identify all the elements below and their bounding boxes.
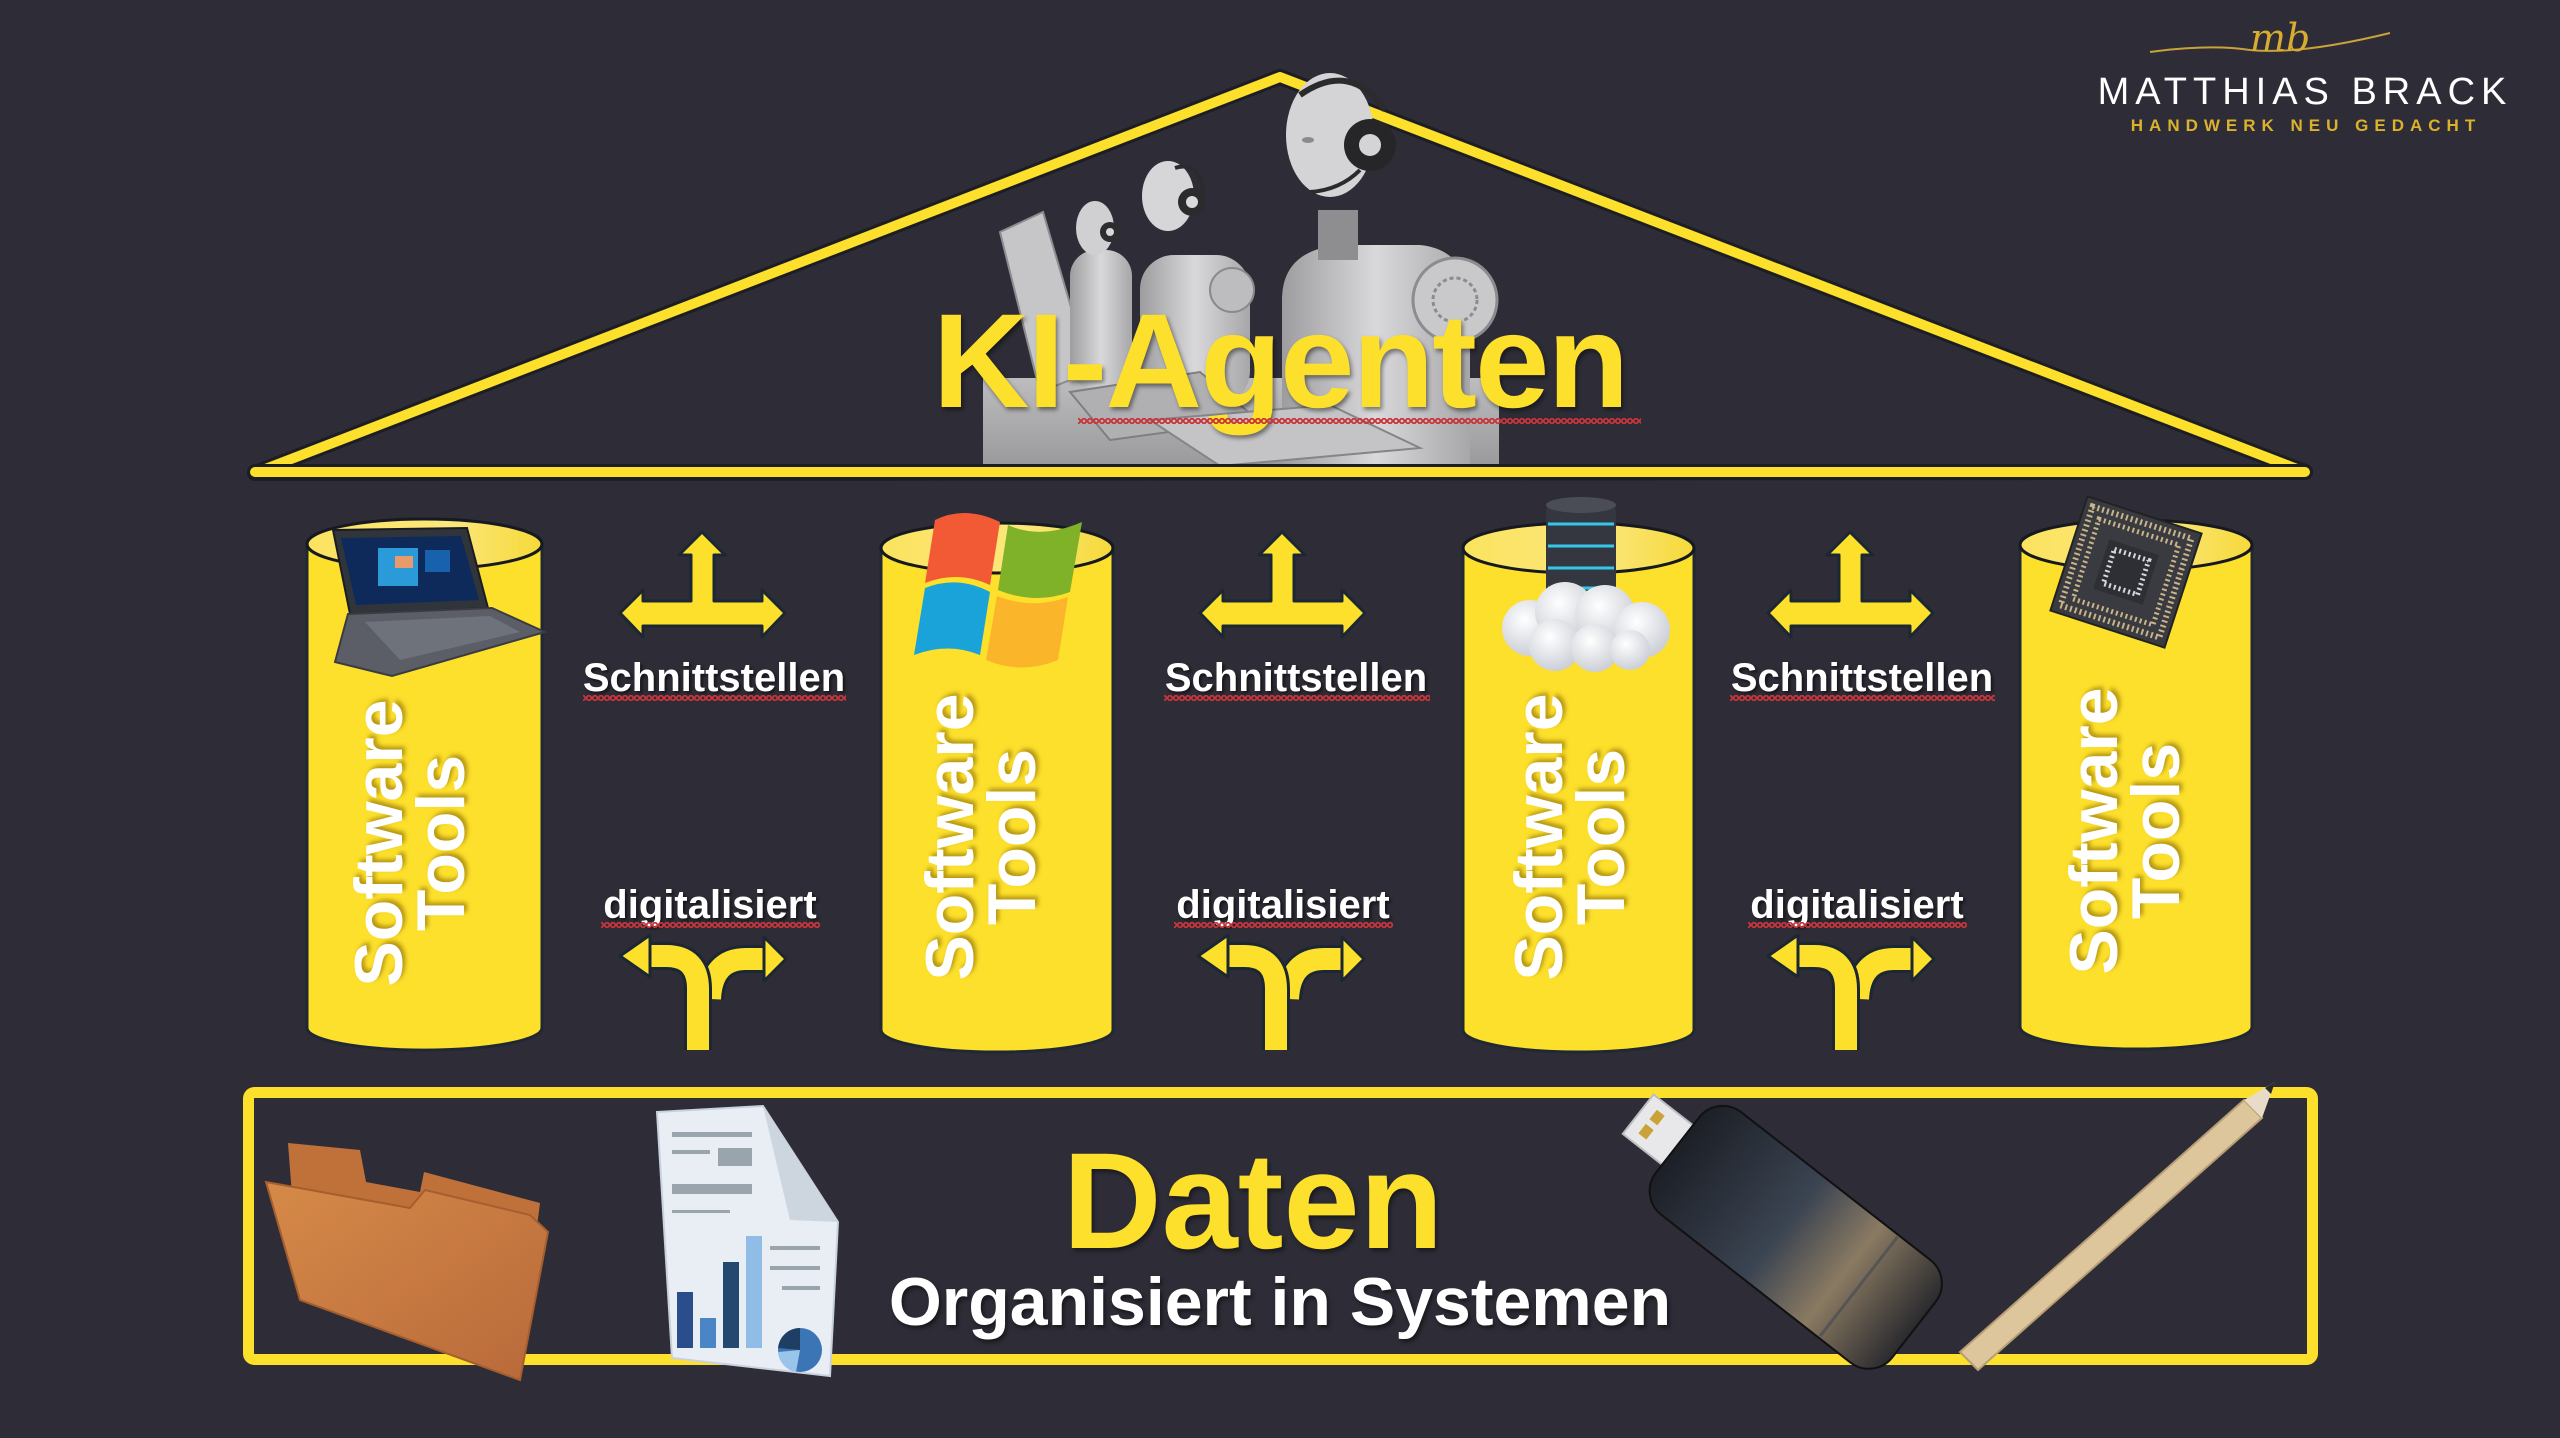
- windows-logo-icon: [914, 512, 1082, 668]
- pillar-3-label: Software Tools: [1501, 672, 1639, 1002]
- pillar-label-line2: Tools: [974, 748, 1050, 926]
- connector-3-bottom-label: digitalisiert: [1750, 883, 1964, 927]
- folder-icon: [264, 1143, 550, 1382]
- connector-1-bottom-label: digitalisiert: [603, 883, 817, 927]
- spellcheck-underline: [1164, 695, 1430, 701]
- pillar-3: [1461, 521, 1696, 1054]
- connector-1-top-label: Schnittstellen: [582, 656, 846, 700]
- connector-2-bottom-label: digitalisiert: [1176, 883, 1390, 927]
- pillar-label-line1: Software: [912, 693, 988, 981]
- report-document-icon: [655, 1104, 840, 1378]
- signature-logo-icon: [2149, 32, 2391, 53]
- spellcheck-underline: [1078, 418, 1641, 424]
- pillar-label-line1: Software: [341, 699, 417, 987]
- fork-arrow-icon: [1196, 933, 1366, 1050]
- spellcheck-underline: [1730, 695, 1995, 701]
- spellcheck-underline: [583, 695, 846, 701]
- three-way-arrow-icon: [1766, 530, 1935, 639]
- three-way-arrow-icon: [1198, 530, 1367, 639]
- foundation-title: Daten: [1062, 1125, 1444, 1278]
- spellcheck-underline: [601, 922, 820, 928]
- fork-arrow-icon: [618, 933, 788, 1050]
- pillar-label-line2: Tools: [403, 754, 479, 932]
- pillar-label-line1: Software: [1501, 693, 1577, 981]
- logo-tagline: HANDWERK NEU GEDACHT: [2130, 116, 2482, 135]
- logo-signature: mb: [2249, 16, 2311, 60]
- pillar-2-label: Software Tools: [912, 672, 1050, 1002]
- pillar-4-label: Software Tools: [2056, 666, 2194, 996]
- fork-arrow-icon: [1766, 933, 1936, 1050]
- cpu-chip-icon: [2049, 495, 2203, 649]
- pillar-label-line1: Software: [2056, 687, 2132, 975]
- usb-stick-icon: [1621, 1093, 1943, 1370]
- server-cloud-icon: [1502, 497, 1670, 672]
- foundation-subtitle: Organisiert in Systemen: [888, 1264, 1672, 1340]
- pillar-label-line2: Tools: [2118, 742, 2194, 920]
- three-way-arrow-icon: [618, 530, 787, 639]
- logo-name: MATTHIAS BRACK: [2097, 71, 2513, 113]
- laptop-icon: [331, 526, 548, 678]
- connector-2-top-label: Schnittstellen: [1164, 656, 1428, 700]
- spellcheck-underline: [1174, 922, 1393, 928]
- pillar-1-label: Software Tools: [341, 678, 479, 1008]
- roof-title: KI-Agenten: [932, 287, 1630, 436]
- pencil-icon: [1958, 1082, 2275, 1372]
- pillar-label-line2: Tools: [1563, 748, 1639, 926]
- spellcheck-underline: [1748, 922, 1967, 928]
- connector-3-top-label: Schnittstellen: [1730, 656, 1994, 700]
- foundation-frame: [243, 1087, 2318, 1365]
